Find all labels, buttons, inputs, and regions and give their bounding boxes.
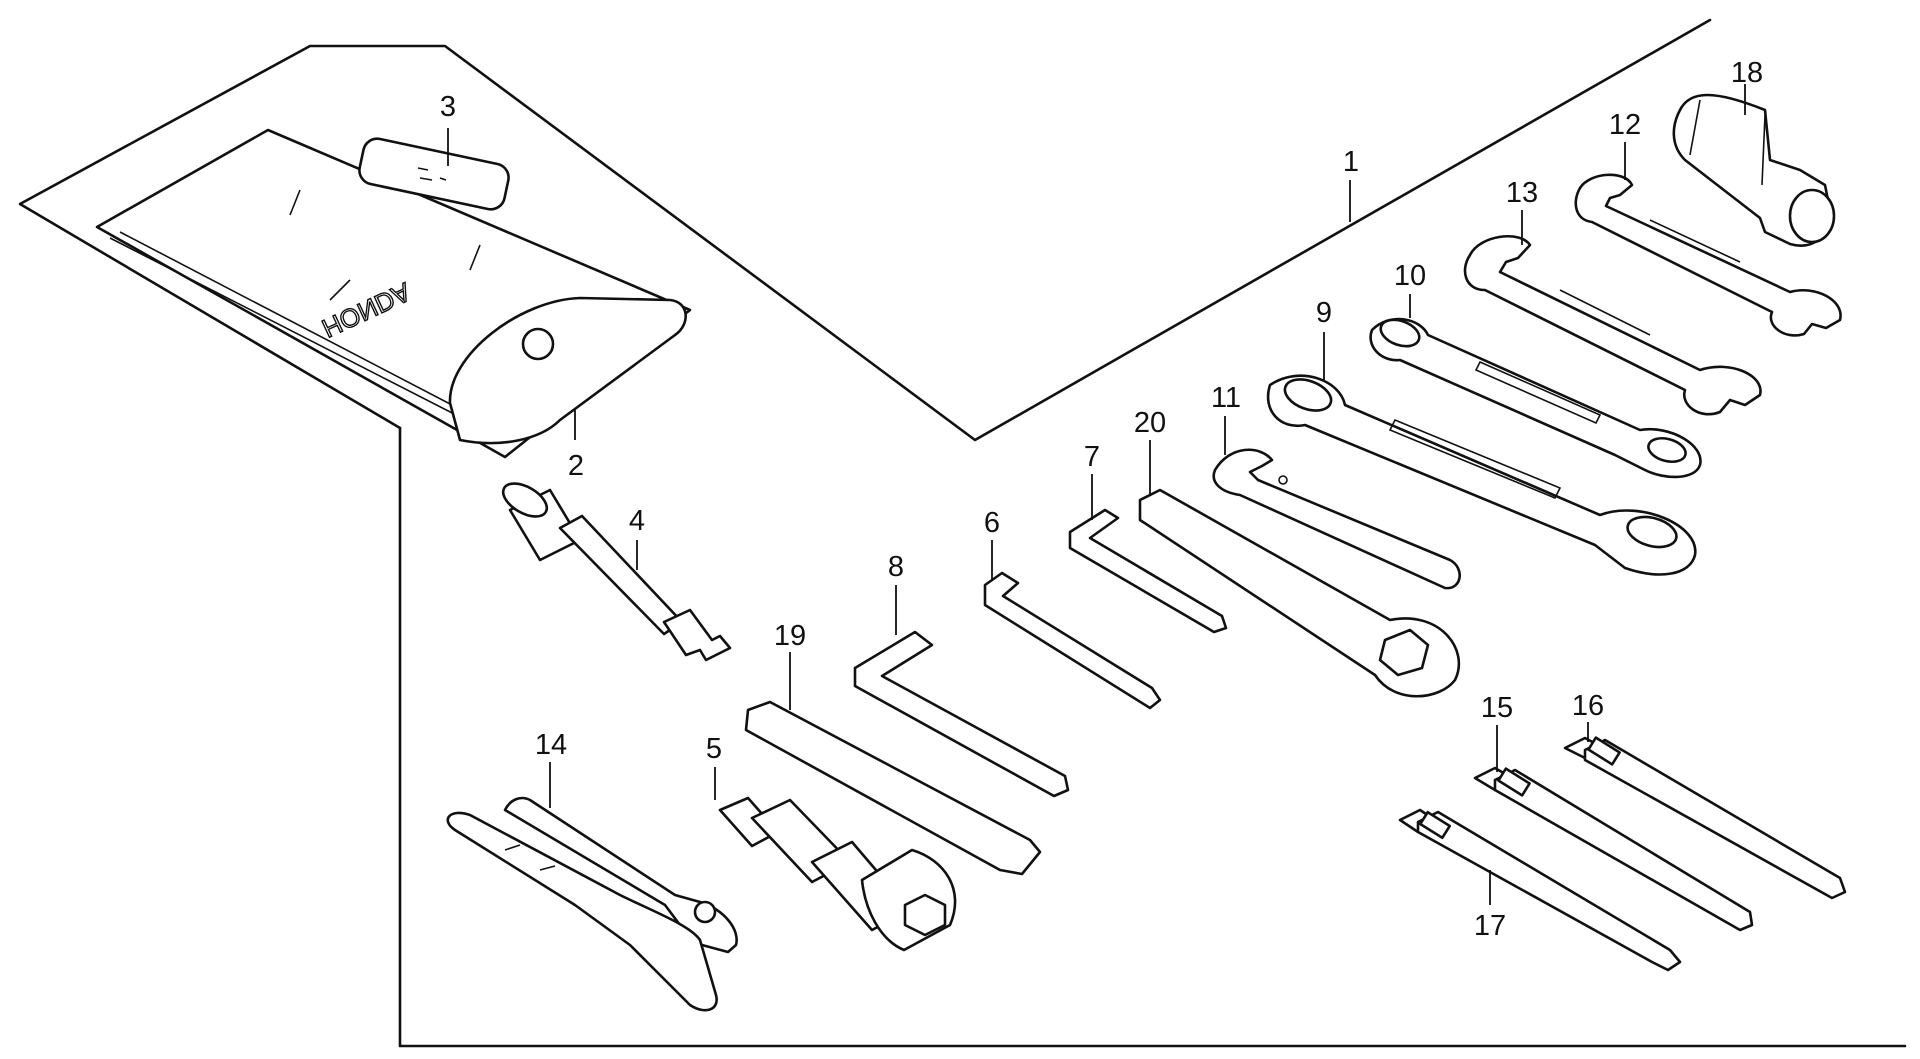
callout-14: 14 [535,729,567,761]
callout-7: 7 [1084,441,1100,473]
flat-bar [744,700,1042,876]
plug-wrench [501,482,732,662]
callout-5: 5 [706,733,722,765]
callout-13: 13 [1506,177,1538,209]
callout-17: 17 [1474,910,1506,942]
screwdriver-15 [1473,766,1754,932]
callout-9: 9 [1316,297,1332,329]
callout-11: 11 [1211,382,1241,414]
pliers [446,796,738,1012]
frame-lines [18,18,1907,1048]
callout-18: 18 [1731,57,1763,89]
screwdriver-17 [1398,808,1682,972]
hex-key-medium [1068,508,1228,634]
leader-lines [447,84,1746,905]
callout-10: 10 [1394,260,1426,292]
callout-3: 3 [440,91,456,123]
callout-16: 16 [1572,690,1604,722]
box-bar-wrench [1138,488,1461,698]
callout-15: 15 [1481,692,1513,724]
open-end-wrench [1212,448,1461,590]
spark-plug-wrench [718,796,957,952]
callout-19: 19 [774,620,806,652]
callout-2: 2 [568,450,584,482]
callout-12: 12 [1609,109,1641,141]
callout-4: 4 [629,505,645,537]
combination-wrench-medium [1369,317,1702,479]
screwdriver-16 [1563,736,1847,900]
combination-wrench-large [1266,374,1697,576]
callout-8: 8 [888,551,904,583]
tool-pouch: HONDA [95,128,692,459]
hex-key-large [853,630,1070,798]
socket-handle [1672,93,1836,247]
callout-numbers: 1 2 3 4 5 6 7 8 9 10 11 12 13 14 15 16 1… [440,57,1763,942]
hex-key-small [983,571,1162,710]
callout-1: 1 [1343,146,1359,178]
card [358,137,510,211]
callout-20: 20 [1134,407,1166,439]
callout-6: 6 [984,507,1000,539]
